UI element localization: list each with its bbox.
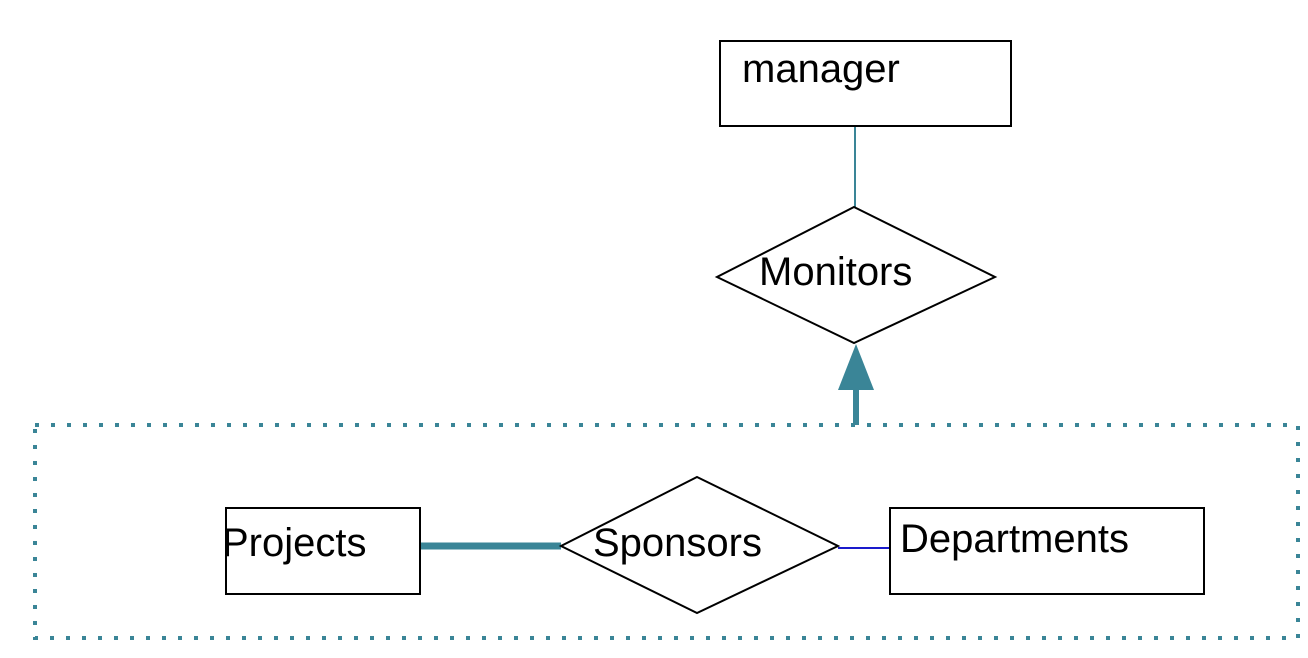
arrowhead-icon [838,344,874,390]
entity-manager-box [719,40,1012,127]
relationship-sponsors[interactable]: Sponsors [558,475,841,615]
relationship-sponsors-label: Sponsors [593,521,762,565]
entity-departments-box [889,507,1205,595]
relationship-sponsors-diamond [558,475,841,615]
relationship-monitors[interactable]: Monitors [714,205,998,345]
entity-projects-label: Projects [222,521,367,565]
entity-projects[interactable]: Projects [222,507,421,595]
entity-manager[interactable]: manager [719,40,1012,127]
entity-departments-label: Departments [900,517,1129,561]
entity-projects-box [225,507,421,595]
relationship-monitors-diamond [714,205,998,345]
entity-manager-label: manager [742,47,900,91]
relationship-monitors-label: Monitors [759,250,912,294]
entity-departments[interactable]: Departments [889,507,1205,595]
